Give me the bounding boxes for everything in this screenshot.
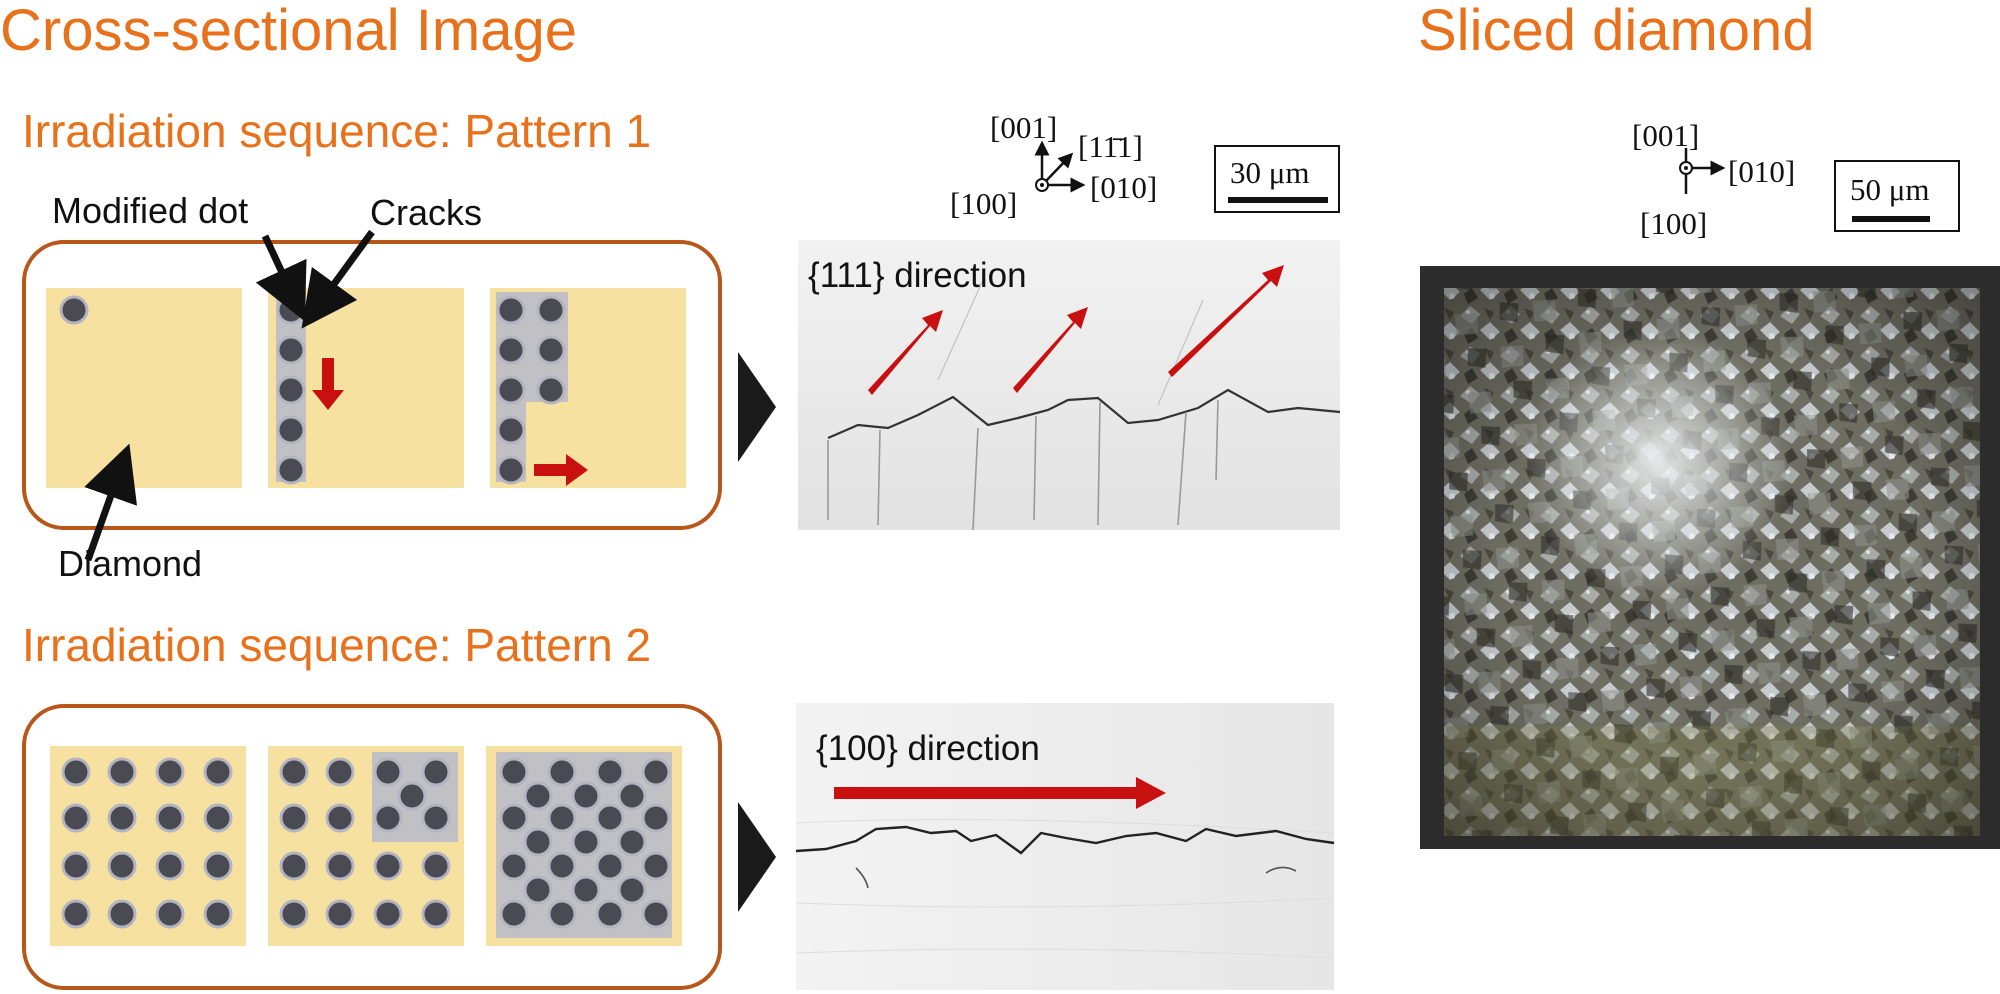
- direction-arrow-2: [1013, 307, 1088, 393]
- pattern1-panel: [22, 240, 722, 530]
- direction-100-label: {100} direction: [816, 729, 1040, 768]
- axis-001-label: [001]: [990, 110, 1058, 145]
- modified-dot: [59, 295, 89, 325]
- axis-100-label: [100]: [950, 186, 1018, 221]
- scale-box-50um: 50 μm: [1834, 160, 1960, 232]
- sliced-axis-100-label: [100]: [1640, 206, 1708, 241]
- right-arrow: [534, 454, 588, 486]
- sliced-diamond-title: Sliced diamond: [1418, 0, 1815, 63]
- pattern2-panel: [22, 704, 722, 990]
- axes-sliced: [1679, 148, 1726, 194]
- pattern2-title: Irradiation sequence: Pattern 2: [22, 619, 652, 671]
- direction-arrow-1: [868, 310, 943, 395]
- axes-pattern1: [1034, 140, 1086, 193]
- pattern2-schematic: [50, 746, 682, 946]
- cross-sectional-title: Cross-sectional Image: [0, 0, 577, 63]
- pattern1-schematic: [46, 288, 686, 488]
- triangle-arrow-2: [738, 802, 776, 912]
- pattern1-title: Irradiation sequence: Pattern 1: [22, 105, 652, 157]
- direction-111-label: {111} direction: [808, 256, 1027, 295]
- scale-box-30um: 30 μm: [1214, 145, 1340, 213]
- sliced-diamond-photo: [1420, 266, 2000, 849]
- sliced-axis-010-label: [010]: [1728, 154, 1796, 189]
- axis-1-1bar-1-label: [11̄1]: [1078, 129, 1143, 164]
- scale-30um-label: 30 μm: [1230, 155, 1310, 190]
- sliced-axis-001-label: [001]: [1632, 118, 1700, 153]
- scale-50um-label: 50 μm: [1850, 172, 1930, 207]
- axis-010-label: [010]: [1090, 170, 1158, 205]
- direction-arrow-3: [1168, 265, 1284, 377]
- pattern2-sem-image: {100} direction: [795, 703, 1335, 990]
- pattern1-sem-image: {111} direction: [798, 240, 1341, 531]
- down-arrow: [312, 358, 344, 410]
- diamond-label: Diamond: [58, 543, 203, 584]
- modified-dot-label: Modified dot: [52, 190, 249, 231]
- triangle-arrow-1: [738, 352, 776, 462]
- direction-arrow-100: [834, 777, 1166, 809]
- scale-bar-50um: [1852, 216, 1930, 222]
- scale-bar-30um: [1228, 197, 1328, 203]
- cracks-label: Cracks: [370, 192, 483, 233]
